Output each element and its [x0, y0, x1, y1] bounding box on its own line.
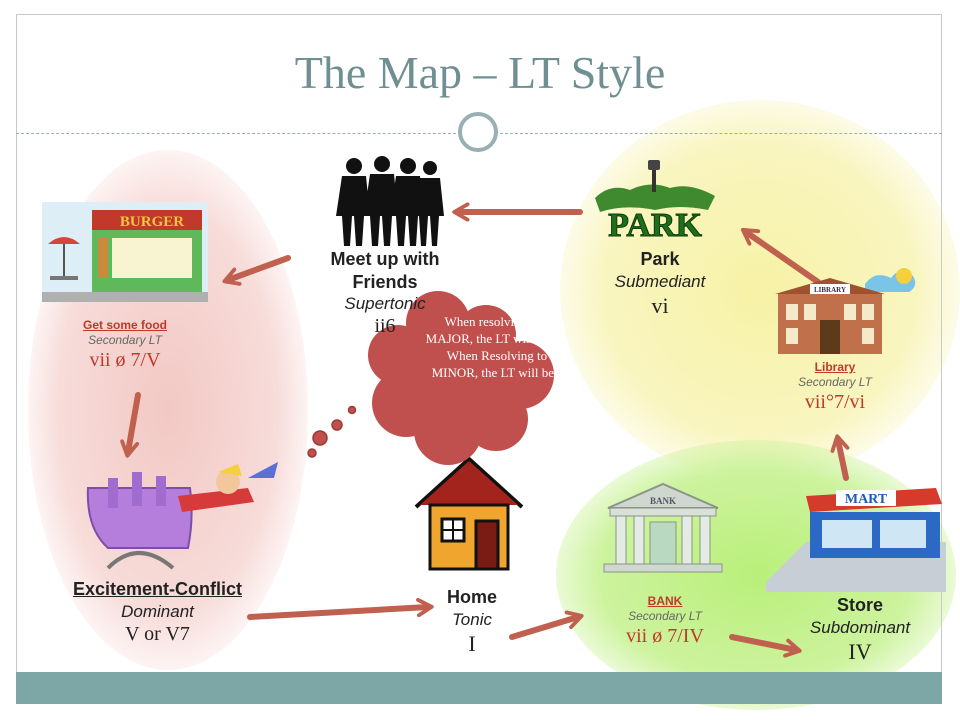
- title-ring-icon: [458, 112, 498, 152]
- node-bank: BANK Secondary LT vii ø 7/IV: [590, 594, 740, 649]
- arrow-meet-to-food: [222, 255, 291, 286]
- node-library-name: Library: [814, 360, 856, 374]
- title-divider-left: [16, 133, 456, 134]
- burger-sign-text: BURGER: [120, 214, 184, 230]
- node-excitement-role: Dominant: [121, 601, 194, 621]
- node-meet-name: Meet up with Friends: [330, 249, 440, 292]
- title-divider-right: [500, 133, 942, 134]
- bank-icon: BANK: [603, 482, 723, 573]
- library-sign-text: LIBRARY: [814, 286, 846, 294]
- node-park: Park Submediant vi: [590, 248, 730, 319]
- home-house-icon: [414, 456, 524, 571]
- node-excitement-chord: V or V7: [125, 622, 190, 645]
- node-bank-name: BANK: [647, 594, 683, 608]
- node-store: Store Subdominant IV: [790, 594, 930, 665]
- node-food: Get some food Secondary LT vii ø 7/V: [45, 318, 205, 373]
- park-sign-text: PARK: [608, 207, 702, 244]
- node-food-name: Get some food: [82, 318, 167, 332]
- thought-text: When resolving to a MAJOR, the LT will b…: [425, 314, 569, 381]
- friends-icon: [336, 156, 444, 246]
- node-meet: Meet up with Friends Supertonic ii6: [300, 248, 470, 339]
- node-store-name: Store: [836, 595, 883, 615]
- arrow-home-to-bank: [509, 610, 584, 640]
- footer-bar: [16, 672, 942, 704]
- arrow-library-to-park: [740, 227, 821, 285]
- mart-sign-text: MART: [845, 492, 888, 507]
- arrow-excitement-to-home: [247, 597, 434, 620]
- node-park-chord: vi: [651, 292, 669, 318]
- node-bank-role: Secondary LT: [628, 609, 702, 623]
- arrow-store-to-library: [830, 434, 850, 481]
- node-park-role: Submediant: [614, 271, 706, 291]
- node-library-role: Secondary LT: [798, 375, 872, 389]
- library-icon: LIBRARY: [775, 268, 916, 354]
- store-mart-icon: MART: [766, 488, 946, 592]
- node-park-name: Park: [640, 249, 680, 269]
- node-food-role: Secondary LT: [88, 333, 162, 347]
- node-excitement: Excitement-Conflict Dominant V or V7: [40, 578, 275, 647]
- node-home-chord: I: [468, 630, 476, 656]
- node-store-chord: IV: [848, 638, 872, 664]
- node-store-role: Subdominant: [809, 617, 911, 637]
- node-meet-chord: ii6: [374, 315, 396, 338]
- node-home-name: Home: [446, 587, 497, 607]
- arrow-food-to-excitement: [120, 392, 141, 458]
- park-sign-icon: PARK: [595, 160, 715, 245]
- page-title: The Map – LT Style: [294, 47, 666, 98]
- node-home: Home Tonic I: [420, 586, 524, 657]
- node-bank-chord: vii ø 7/IV: [626, 625, 704, 647]
- node-meet-role: Supertonic: [344, 294, 426, 313]
- burger-shop-icon: BURGER: [42, 202, 208, 302]
- node-excitement-name: Excitement-Conflict: [72, 579, 243, 599]
- node-library: Library Secondary LT vii°7/vi: [760, 360, 910, 415]
- node-home-role: Tonic: [451, 609, 492, 629]
- node-library-chord: vii°7/vi: [804, 391, 866, 413]
- bank-sign-text: BANK: [650, 496, 676, 506]
- arrow-bank-to-store: [729, 634, 802, 658]
- node-food-chord: vii ø 7/V: [89, 349, 161, 371]
- roller-coaster-icon: [86, 462, 278, 570]
- thought-bubble: [307, 291, 554, 465]
